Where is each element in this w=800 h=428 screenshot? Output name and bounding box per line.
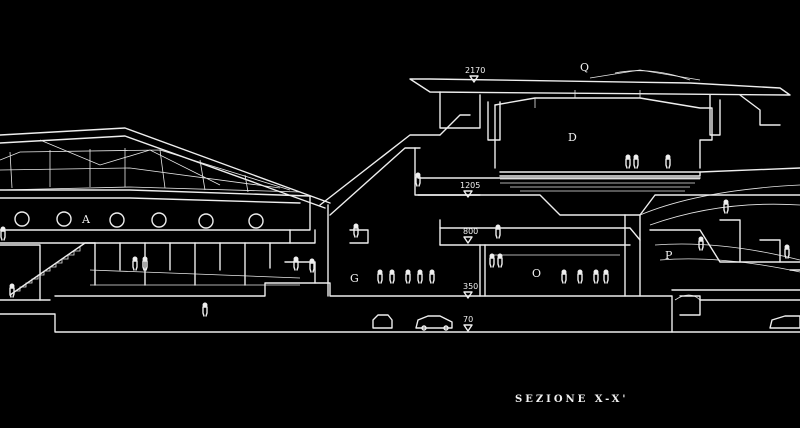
elevation-marker-upper: 1205 [460,181,480,198]
person-figure-icon [0,226,6,241]
drawing-title: SEZIONE X-X' [515,394,628,405]
elevation-marker-top: 2170 [465,66,485,83]
person-figure-icon [202,302,208,317]
zone-label-d: D [568,131,577,144]
person-figure-icon [577,269,583,284]
person-figure-icon [132,256,138,271]
elevation-marker-street: 70 [463,315,473,332]
person-figure-icon [429,269,435,284]
car-icon [372,314,393,329]
elevation-ground-label: 350 [463,282,478,291]
zone-label-a: A [81,213,91,226]
person-figure-icon [415,172,421,187]
person-figure-icon [723,199,729,214]
ground-lines [0,282,800,333]
person-figure-icon [142,256,148,271]
person-figure-icon [353,223,359,238]
elevation-upper-label: 1205 [460,181,480,190]
elevation-top-label: 2170 [465,66,485,75]
zone-label-o: O [532,267,541,280]
person-figure-icon [405,269,411,284]
person-figure-icon [495,224,501,239]
person-figure-icon [784,244,790,259]
central-ramp [319,114,481,297]
right-complex [409,69,800,316]
hall-a [0,127,331,301]
person-figure-icon [625,154,631,169]
zone-labels: A D G O P Q [81,61,673,285]
person-figure-icon [698,236,704,251]
person-figure-icon [497,253,503,268]
person-figure-icon [489,253,495,268]
person-figure-icon [377,269,383,284]
person-figure-icon [665,154,671,169]
person-figure-icon [9,283,15,298]
zone-label-g: G [350,272,359,285]
elevation-street-label: 70 [463,315,473,324]
person-figure-icon [561,269,567,284]
person-figure-icon [593,269,599,284]
person-figure-icon [293,256,299,271]
zone-label-q: Q [580,61,589,74]
elevation-marker-mid: 800 [463,227,478,244]
elevation-marker-ground: 350 [463,282,478,299]
vehicles [372,314,800,331]
person-figure-icon [417,269,423,284]
figures [0,154,790,317]
car-icon [769,315,800,329]
person-figure-icon [603,269,609,284]
person-figure-icon [633,154,639,169]
elevation-mid-label: 800 [463,227,478,236]
person-figure-icon [309,258,315,273]
person-figure-icon [389,269,395,284]
car-icon [415,315,453,331]
elevation-markers: 2170 1205 800 350 70 [460,66,485,332]
zone-label-p: P [665,249,673,262]
